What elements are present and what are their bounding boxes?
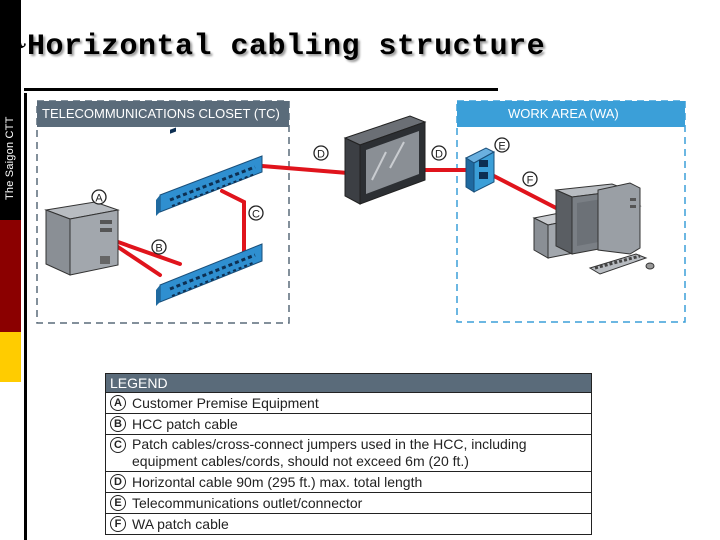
sidebar-red-block <box>0 220 21 332</box>
legend-item-d: D Horizontal cable 90m (295 ft.) max. to… <box>106 471 591 492</box>
legend-letter: E <box>110 495 126 511</box>
legend-item-b: B HCC patch cable <box>106 413 591 434</box>
svg-text:E: E <box>498 141 505 153</box>
svg-text:C: C <box>252 209 260 221</box>
title-bullet-icon: ❧ <box>6 30 28 60</box>
marker-a: A <box>91 189 107 205</box>
svg-text:F: F <box>527 175 534 187</box>
sidebar-white-block <box>0 382 21 540</box>
patch-panel-lower <box>156 243 263 306</box>
legend-table: LEGEND A Customer Premise Equipment B HC… <box>105 373 592 535</box>
legend-item-f: F WA patch cable <box>106 513 591 534</box>
page-title: Horizontal cabling structure <box>27 30 546 64</box>
legend-text: WA patch cable <box>132 516 229 532</box>
svg-text:D: D <box>317 149 325 161</box>
svg-text:A: A <box>95 193 103 205</box>
legend-letter: F <box>110 516 126 532</box>
tc-area-header <box>37 101 289 127</box>
sidebar-yellow-block <box>0 332 21 382</box>
legend-text: Telecommunications outlet/connector <box>132 495 363 511</box>
customer-premise-equipment <box>44 201 120 276</box>
marker-b: B <box>151 239 167 255</box>
sidebar-black-block <box>0 0 21 220</box>
marker-d-right: D <box>431 145 447 161</box>
vertical-divider <box>24 93 27 540</box>
legend-header: LEGEND <box>106 374 591 392</box>
marker-f: F <box>522 171 538 187</box>
telecom-outlet <box>464 147 496 193</box>
wall-panel <box>343 115 427 205</box>
legend-letter: C <box>110 437 126 453</box>
wa-area-label: WORK AREA (WA) <box>508 106 619 121</box>
svg-text:D: D <box>435 149 443 161</box>
wa-area-header <box>457 101 685 127</box>
legend-letter: B <box>110 416 126 432</box>
legend-text: Horizontal cable 90m (295 ft.) max. tota… <box>132 474 423 490</box>
tc-area-label: TELECOMMUNICATIONS CLOSET (TC) <box>42 106 280 121</box>
legend-text: Patch cables/cross-connect jumpers used … <box>132 436 527 469</box>
title-underline <box>24 88 498 91</box>
marker-d-left: D <box>313 145 329 161</box>
legend-letter: A <box>110 395 126 411</box>
svg-text:B: B <box>155 243 162 255</box>
legend-letter: D <box>110 474 126 490</box>
marker-e: E <box>494 137 510 153</box>
workstation-computer <box>532 182 655 275</box>
legend-item-c: C Patch cables/cross-connect jumpers use… <box>106 434 591 471</box>
patch-panel-upper <box>156 127 263 216</box>
legend-item-e: E Telecommunications outlet/connector <box>106 492 591 513</box>
legend-text: Customer Premise Equipment <box>132 395 319 411</box>
legend-item-a: A Customer Premise Equipment <box>106 392 591 413</box>
marker-c: C <box>248 205 264 221</box>
legend-text: HCC patch cable <box>132 416 238 432</box>
cables <box>116 164 562 277</box>
